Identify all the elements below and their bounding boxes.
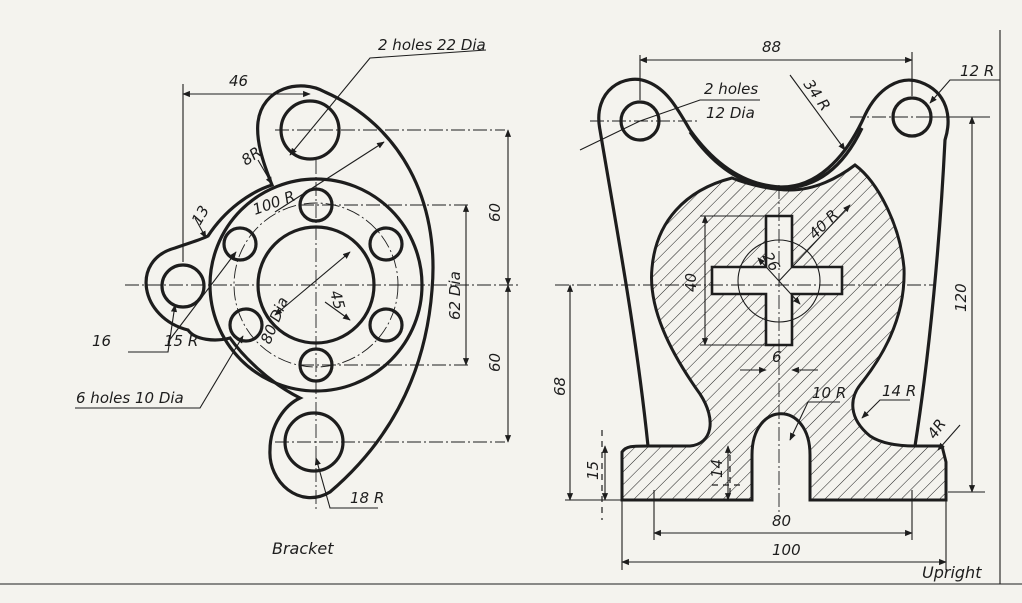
label-r15: 15 R: [164, 332, 198, 350]
label-r13: 13: [188, 202, 213, 228]
label-r14: 14 R: [882, 382, 916, 400]
label-16: 16: [92, 332, 111, 350]
leader-r15: [167, 251, 237, 343]
leader-r34: [789, 74, 846, 151]
label-two-holes: 2 holes: [704, 80, 758, 98]
label-45: 45: [326, 288, 348, 311]
label-dim-68: 68: [551, 377, 569, 396]
label-14: 14: [708, 459, 726, 478]
label-dim-60-top: 60: [486, 203, 504, 222]
leader-r18: [314, 457, 378, 509]
label-r10: 10 R: [812, 384, 846, 402]
leader-16: [128, 304, 178, 353]
leader-r100: [274, 141, 385, 213]
leader-two-holes: [289, 49, 487, 156]
leader-r12: [929, 79, 1000, 104]
bolt-hole: [222, 226, 258, 262]
leader-r8: [257, 159, 273, 185]
upright-view: 88 12 R 2 holes 12 Dia 34 R 40 R 26 40 6…: [551, 38, 1000, 582]
bolt-hole: [368, 226, 404, 262]
label-40: 40: [682, 273, 700, 292]
label-15: 15: [584, 461, 602, 480]
label-dim-100: 100: [772, 541, 801, 559]
bolt-hole: [228, 307, 264, 343]
bracket-left-hole: [160, 263, 206, 309]
label-dim-46: 46: [229, 72, 248, 90]
label-dim-88: 88: [762, 38, 781, 56]
label-dim-80: 80: [772, 512, 791, 530]
label-dim-120: 120: [952, 283, 970, 312]
label-dia62: 62 Dia: [446, 271, 464, 320]
bracket-view: 2 holes 22 Dia 46 8R 100 R 13 16 15 R 6 …: [75, 36, 520, 558]
caption-upright: Upright: [922, 563, 982, 582]
label-six-holes: 6 holes 10 Dia: [76, 389, 184, 407]
label-6: 6: [772, 348, 782, 366]
leader-six-holes: [75, 335, 244, 409]
bolt-hole: [368, 307, 404, 343]
leader-r13: [194, 217, 207, 239]
leader-26: [757, 257, 801, 305]
label-dia12: 12 Dia: [706, 104, 755, 122]
label-r4: 4R: [924, 416, 950, 443]
leader-45: [324, 301, 351, 321]
upright-top-arch: [688, 127, 864, 190]
leader-dia80: [274, 251, 351, 316]
leader-r4: [937, 424, 961, 451]
label-dim-60-bottom: 60: [486, 353, 504, 372]
label-r12: 12 R: [960, 62, 994, 80]
label-r18: 18 R: [350, 489, 384, 507]
bracket-outline: [144, 84, 435, 500]
leader-two-holes: [579, 99, 760, 151]
leader-r14: [861, 399, 910, 419]
leader-r10: [789, 401, 840, 441]
label-two-holes-22-dia: 2 holes 22 Dia: [378, 36, 486, 54]
caption-bracket: Bracket: [272, 539, 334, 558]
